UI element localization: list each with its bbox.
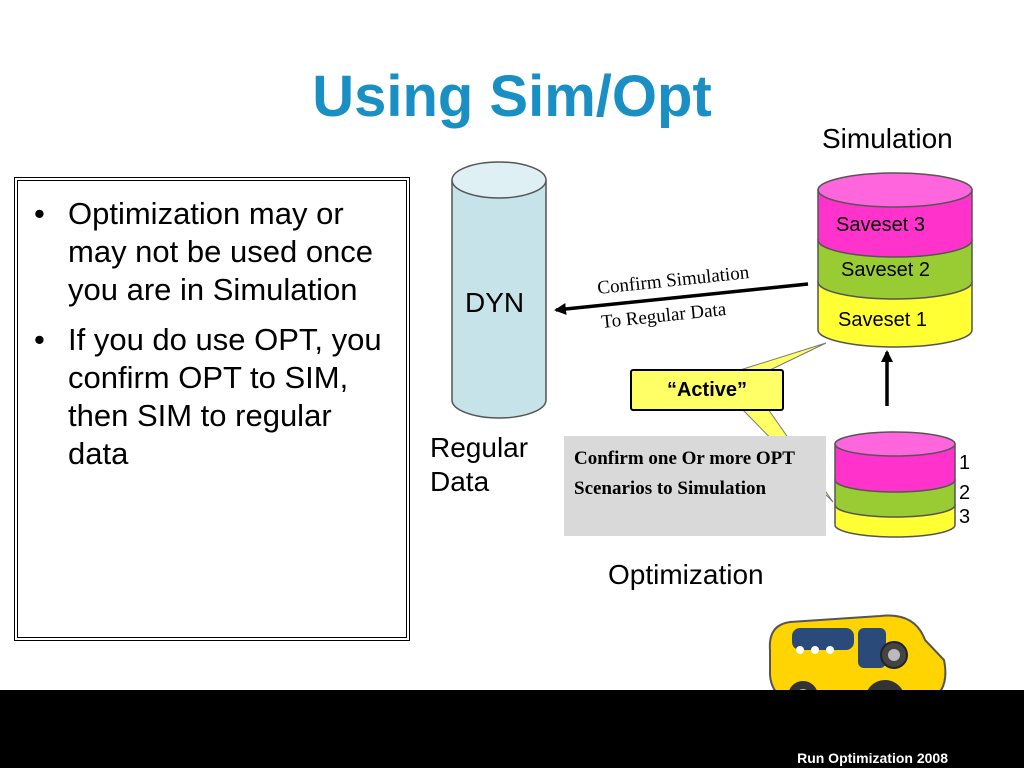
confirm-arrow	[554, 282, 809, 315]
bullet-box: Optimization may or may not be used once…	[14, 177, 410, 641]
bullet-item-2: If you do use OPT, you confirm OPT to SI…	[34, 321, 396, 473]
opt-number-2: 2	[959, 482, 971, 504]
regular-data-text: Regular Data	[430, 432, 529, 497]
school-bus-illustration	[768, 614, 947, 690]
saveset-2-label: Saveset 2	[841, 259, 930, 281]
saveset-1-label: Saveset 1	[838, 309, 927, 331]
active-callout: “Active”	[630, 369, 784, 411]
saveset-3-label: Saveset 3	[836, 214, 925, 236]
footer-text: Run Optimization 2008	[797, 750, 948, 766]
simulation-label: Simulation	[822, 123, 953, 154]
bullet-item-1: Optimization may or may not be used once…	[34, 195, 396, 309]
dyn-cylinder	[451, 161, 547, 419]
optimization-label: Optimization	[608, 559, 764, 590]
confirm-opt-box: Confirm one Or more OPT Scenarios to Sim…	[564, 436, 826, 536]
dyn-label: DYN	[465, 287, 525, 318]
opt-number-3: 3	[959, 506, 971, 528]
optimization-cylinder	[834, 431, 956, 538]
simulation-cylinder	[817, 172, 973, 348]
bullet-list: Optimization may or may not be used once…	[28, 195, 396, 473]
footer-bar	[0, 690, 1024, 768]
regular-data-label: Regular Data	[430, 431, 560, 499]
active-callout-pointer	[739, 342, 827, 371]
opt-number-1: 1	[959, 452, 971, 474]
diagram: Confirm Simulation To Regular Data	[451, 161, 973, 690]
page-title: Using Sim/Opt	[312, 64, 712, 129]
